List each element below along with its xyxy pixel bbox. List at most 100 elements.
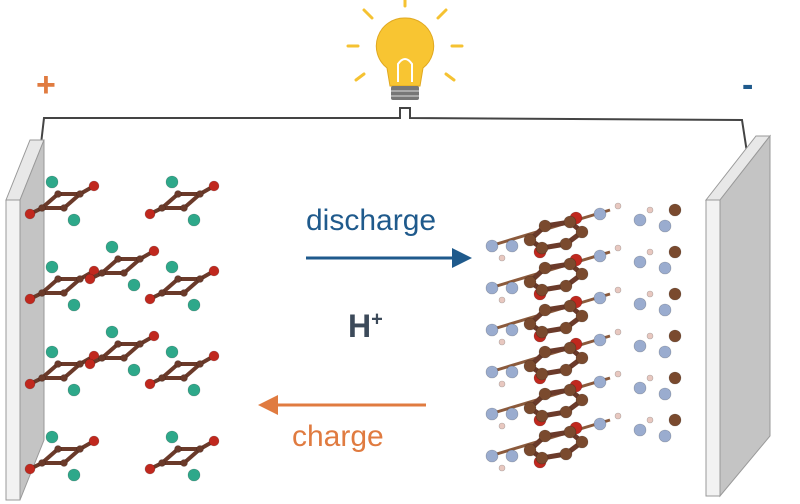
atom (76, 360, 84, 368)
molecules-right (485, 202, 682, 472)
atom (127, 363, 141, 377)
atom (523, 275, 537, 289)
atom (165, 175, 179, 189)
atom (498, 254, 506, 262)
atom (158, 204, 166, 212)
atom (538, 429, 552, 443)
atom (614, 370, 622, 378)
atom (187, 213, 201, 227)
atom (180, 289, 188, 297)
atom (646, 206, 654, 214)
atom (498, 296, 506, 304)
atom (24, 293, 36, 305)
chloranil-molecule (84, 325, 160, 377)
atom (633, 297, 647, 311)
atom (76, 190, 84, 198)
atom (174, 190, 182, 198)
atom (196, 190, 204, 198)
proton-label: H+ (348, 308, 383, 345)
atom (535, 367, 549, 381)
atom (563, 299, 577, 313)
atom (505, 281, 519, 295)
atom (646, 332, 654, 340)
chloranil-molecule (144, 430, 220, 482)
atom (498, 380, 506, 388)
atom (485, 365, 499, 379)
atom (633, 423, 647, 437)
atom (485, 281, 499, 295)
charge-label: charge (292, 420, 384, 453)
atom (593, 291, 607, 305)
atom (614, 412, 622, 420)
atom (208, 265, 220, 277)
atom (593, 249, 607, 263)
atom (60, 204, 68, 212)
atom (174, 275, 182, 283)
ion-charge: + (371, 308, 383, 331)
atom (538, 345, 552, 359)
atom (208, 350, 220, 362)
atom (180, 374, 188, 382)
atom (98, 269, 106, 277)
atom (535, 451, 549, 465)
atom (165, 260, 179, 274)
atom (180, 459, 188, 467)
negative-electrode (704, 134, 772, 498)
atom (54, 190, 62, 198)
atom (88, 435, 100, 447)
atom (505, 365, 519, 379)
atom (523, 233, 537, 247)
atom (559, 363, 573, 377)
atom (196, 360, 204, 368)
atom (38, 374, 46, 382)
atom (120, 269, 128, 277)
reduced-molecule (485, 244, 682, 304)
atom (563, 341, 577, 355)
discharge-label: discharge (306, 204, 437, 237)
atom (208, 180, 220, 192)
atom (187, 468, 201, 482)
atom (45, 345, 59, 359)
positive-terminal-label: + (36, 66, 56, 104)
atom (144, 293, 156, 305)
atom (633, 213, 647, 227)
atom (658, 345, 672, 359)
negative-terminal-label: - (742, 66, 754, 104)
atom (575, 393, 589, 407)
atom (593, 333, 607, 347)
atom (498, 464, 506, 472)
atom (523, 401, 537, 415)
atom (144, 378, 156, 390)
atom (505, 407, 519, 421)
atom (614, 202, 622, 210)
atom (485, 407, 499, 421)
atom (88, 180, 100, 192)
atom (45, 260, 59, 274)
atom (646, 290, 654, 298)
atom (174, 360, 182, 368)
atom (485, 323, 499, 337)
atom (148, 330, 160, 342)
atom (658, 219, 672, 233)
atom (559, 447, 573, 461)
atom (208, 435, 220, 447)
chloranil-molecule (144, 175, 220, 227)
atom (144, 208, 156, 220)
atom (614, 286, 622, 294)
atom (563, 383, 577, 397)
atom (559, 279, 573, 293)
atom (559, 237, 573, 251)
atom (38, 289, 46, 297)
chloranil-molecule (144, 260, 220, 312)
atom (60, 289, 68, 297)
discharge-arrow (306, 248, 472, 268)
atom (614, 328, 622, 336)
atom (76, 445, 84, 453)
atom (523, 359, 537, 373)
atom (24, 463, 36, 475)
atom (593, 417, 607, 431)
atom (658, 303, 672, 317)
atom (633, 339, 647, 353)
